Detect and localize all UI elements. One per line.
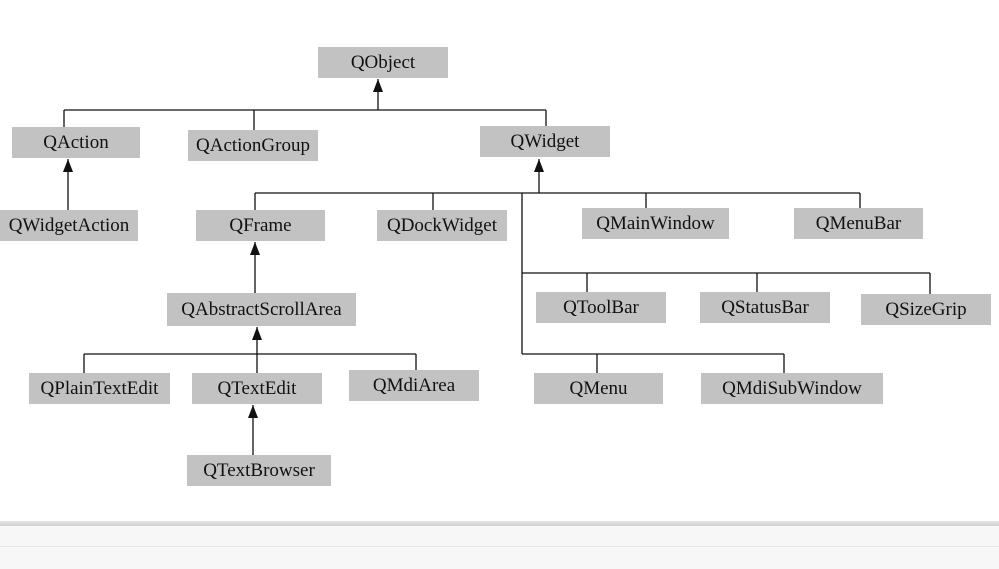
- node-qdockwidget: QDockWidget: [377, 210, 507, 241]
- node-qframe: QFrame: [196, 210, 325, 241]
- node-qplaintextedit: QPlainTextEdit: [29, 373, 170, 404]
- node-qobject: QObject: [318, 47, 448, 78]
- node-qmdisubwindow: QMdiSubWindow: [701, 373, 883, 404]
- node-qmenu: QMenu: [534, 373, 663, 404]
- node-qaction: QAction: [12, 127, 140, 158]
- node-qabstractscrollarea: QAbstractScrollArea: [167, 293, 356, 326]
- node-qwidgetaction: QWidgetAction: [0, 210, 138, 241]
- inheritance-edges: [63, 79, 931, 456]
- bottom-bar: [0, 526, 999, 569]
- node-qsizegrip: QSizeGrip: [861, 294, 991, 325]
- node-qtoolbar: QToolBar: [536, 292, 666, 323]
- node-qactiongroup: QActionGroup: [188, 130, 318, 161]
- node-qstatusbar: QStatusBar: [700, 292, 830, 323]
- edge-group-qwidget: [254, 159, 931, 374]
- node-qmenubar: QMenuBar: [794, 208, 923, 239]
- node-qmdiarea: QMdiArea: [349, 370, 479, 401]
- node-qtextbrowser: QTextBrowser: [187, 455, 331, 486]
- edge-group-qabstractscrollarea: [83, 327, 417, 374]
- bottom-bar-divider: [0, 546, 999, 547]
- class-hierarchy-diagram: QObject QAction QActionGroup QWidget QWi…: [0, 47, 991, 486]
- node-qmainwindow: QMainWindow: [582, 208, 729, 239]
- bottom-divider: [0, 521, 999, 526]
- node-qtextedit: QTextEdit: [192, 373, 322, 404]
- node-qwidget: QWidget: [480, 126, 610, 157]
- edge-group-qobject: [63, 79, 547, 131]
